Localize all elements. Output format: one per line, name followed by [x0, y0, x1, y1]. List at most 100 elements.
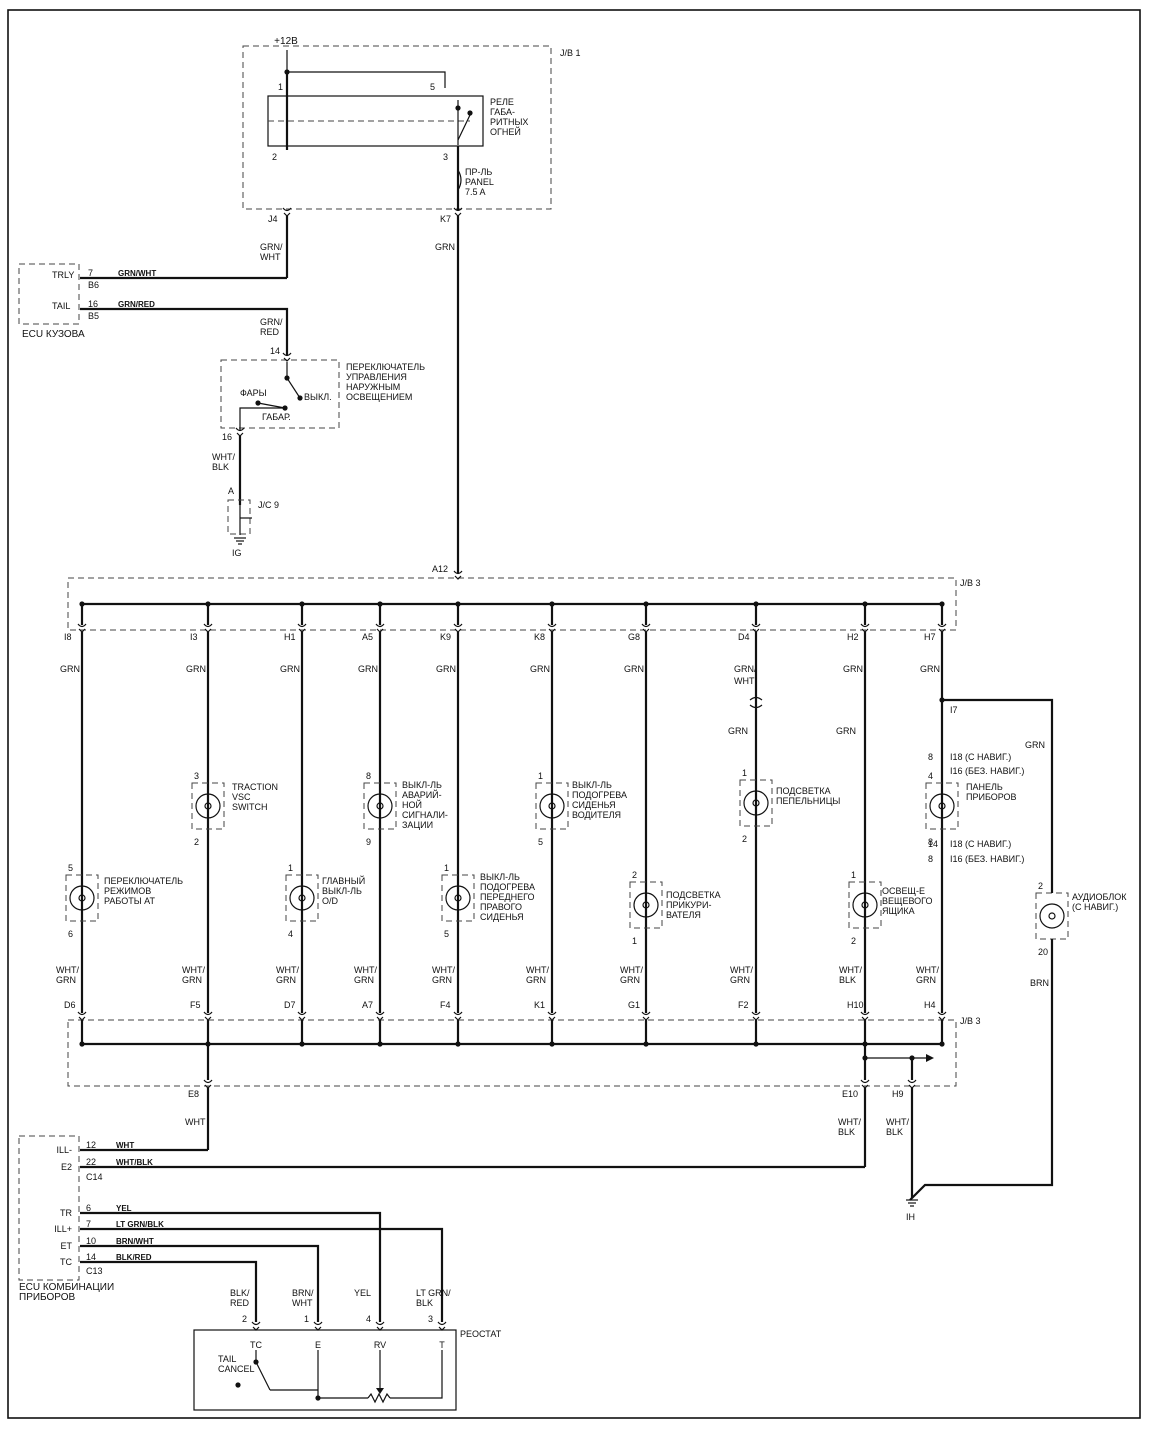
lamp-pin-bottom: 2	[851, 936, 856, 946]
lamp-pin-bottom: 9	[366, 837, 371, 847]
rheostat-conn	[314, 1326, 322, 1331]
lamp-ash-filament	[752, 799, 760, 807]
jb3-bot-conn: F2	[738, 1000, 749, 1010]
bottom-wire-label: WHT/	[620, 965, 643, 975]
wire-label-wht: WHT	[185, 1117, 206, 1127]
bottom-wire-label: GRN	[916, 975, 936, 985]
switch-head: ФАРЫ	[240, 388, 267, 398]
junction-dot	[455, 105, 461, 111]
lamp-seatp-filament	[454, 894, 462, 902]
lamp-pin-bottom: 4	[288, 929, 293, 939]
jb3-bot-conn: F4	[440, 1000, 451, 1010]
lamp-label-audio: АУДИОБЛОК	[1072, 892, 1127, 902]
lamp-pin-top: 3	[194, 771, 199, 781]
conn-top-5	[547, 623, 557, 628]
conn-top-4	[454, 628, 462, 633]
bottom-wire-label: WHT/	[730, 965, 753, 975]
lamp-label-haz: АВАРИЙ-	[402, 789, 442, 800]
rheostat-pin: E	[315, 1340, 321, 1350]
panel-conn-bot-nav: I18 (С НАВИГ.)	[950, 839, 1011, 849]
jb3-bottom-label: J/B 3	[960, 1016, 981, 1026]
panel-pin-nav: 8	[928, 752, 933, 762]
rheostat-conn	[251, 1321, 261, 1326]
jb3-e10: E10	[842, 1089, 858, 1099]
bottom-wire-label: GRN	[526, 975, 546, 985]
lamp-label-at: РЕЖИМОВ	[104, 886, 151, 896]
lamp-label-ash: ПОДСВЕТКА	[776, 786, 831, 796]
conn-top-1	[204, 628, 212, 633]
jc9-label: J/C 9	[258, 500, 279, 510]
lamp-label-od: ГЛАВНЫЙ	[322, 875, 365, 886]
conn-bot-8	[860, 1011, 870, 1016]
rheostat-wire-label: BRN/	[292, 1288, 314, 1298]
rheostat-label: РЕОСТАТ	[460, 1329, 502, 1339]
ecu-body-wire-label: GRN/RED	[118, 300, 155, 309]
lamp-haz-box	[363, 782, 397, 830]
lamp-label-seatd: ВЫКЛ-ЛЬ	[572, 780, 612, 790]
lamp-pin-top: 1	[444, 863, 449, 873]
ecu-body-pin-name: TAIL	[52, 301, 70, 311]
panel-i7: I7	[950, 705, 958, 715]
bottom-wire-label: WHT/	[839, 965, 862, 975]
branch-wire-label: GRN	[624, 664, 644, 674]
rheostat-num: 3	[428, 1314, 433, 1324]
switch-lever	[286, 377, 301, 399]
conn-top-8	[860, 623, 870, 628]
lamp-haz-bulb	[367, 793, 393, 819]
conn-bot-0	[77, 1011, 87, 1016]
ecu-combo-num: 10	[86, 1236, 96, 1246]
relay-pin-1: 1	[278, 82, 283, 92]
lamp-label-audio: (С НАВИГ.)	[1072, 902, 1118, 912]
lamp-seatd-filament	[548, 802, 556, 810]
conn-k7	[454, 212, 462, 217]
panel-pin-bot-nav: 14	[928, 839, 938, 849]
rheostat-pin: RV	[374, 1340, 386, 1350]
branch-wire-label: GRN	[920, 664, 940, 674]
lamp-pin-bottom: 1	[632, 936, 637, 946]
jb3-top-box	[67, 577, 957, 631]
lamp-seatp-box	[441, 874, 475, 922]
wire-ltgrn	[80, 1227, 444, 1322]
ecu-combo-num: 14	[86, 1252, 96, 1262]
ecu-combo-num: 7	[86, 1219, 91, 1229]
jb3-bot-conn: D6	[64, 1000, 76, 1010]
lamp-seatd-bulb	[539, 793, 565, 819]
rheostat-conn	[437, 1321, 447, 1326]
wire-label-grn-red: RED	[260, 327, 280, 337]
conn-bot-6	[641, 1011, 651, 1016]
lamp-pin-top: 1	[288, 863, 293, 873]
switch-off: ВЫКЛ.	[304, 392, 332, 402]
lamp-haz-filament	[376, 802, 384, 810]
lamp-at-bulb	[69, 885, 95, 911]
wiper	[376, 1388, 384, 1394]
lamp-od-box	[285, 874, 319, 922]
rheostat-pin: T	[439, 1340, 445, 1350]
conn-bot-3	[375, 1011, 385, 1016]
conn-h9	[908, 1084, 916, 1089]
panel-conn-bot-nonav: I16 (БЕЗ. НАВИГ.)	[950, 854, 1024, 864]
branch-wire-label-h2: GRN	[836, 726, 856, 736]
light-switch-label: НАРУЖНЫМ	[346, 382, 400, 392]
conn-top-6	[641, 623, 651, 628]
conn-j4	[283, 212, 291, 217]
jb3-bot-conn: G1	[628, 1000, 640, 1010]
diagram-border	[7, 9, 1141, 1419]
jb3-bot-conn: K1	[534, 1000, 545, 1010]
rheostat-conn	[438, 1326, 446, 1331]
branch-wire-label-d4b: GRN	[728, 726, 748, 736]
jb3-bottom-box	[67, 1019, 957, 1087]
bottom-wire-label: WHT/	[56, 965, 79, 975]
jb1-label: J/B 1	[560, 48, 581, 58]
ecu-body-wire-label: GRN/WHT	[118, 269, 156, 278]
conn-j4	[282, 207, 292, 212]
lamp-pin-bottom: 20	[1038, 947, 1048, 957]
junction-dot	[549, 1041, 555, 1047]
bottom-wire-label: GRN	[354, 975, 374, 985]
jc9-ground-label: IG	[232, 548, 242, 558]
lamp-ash-bulb	[743, 790, 769, 816]
ecu-body-conn: B5	[88, 311, 99, 321]
ecu-combo-num: 12	[86, 1140, 96, 1150]
jb3-top-conn: H1	[284, 632, 296, 642]
lamp-cig-bulb	[633, 892, 659, 918]
